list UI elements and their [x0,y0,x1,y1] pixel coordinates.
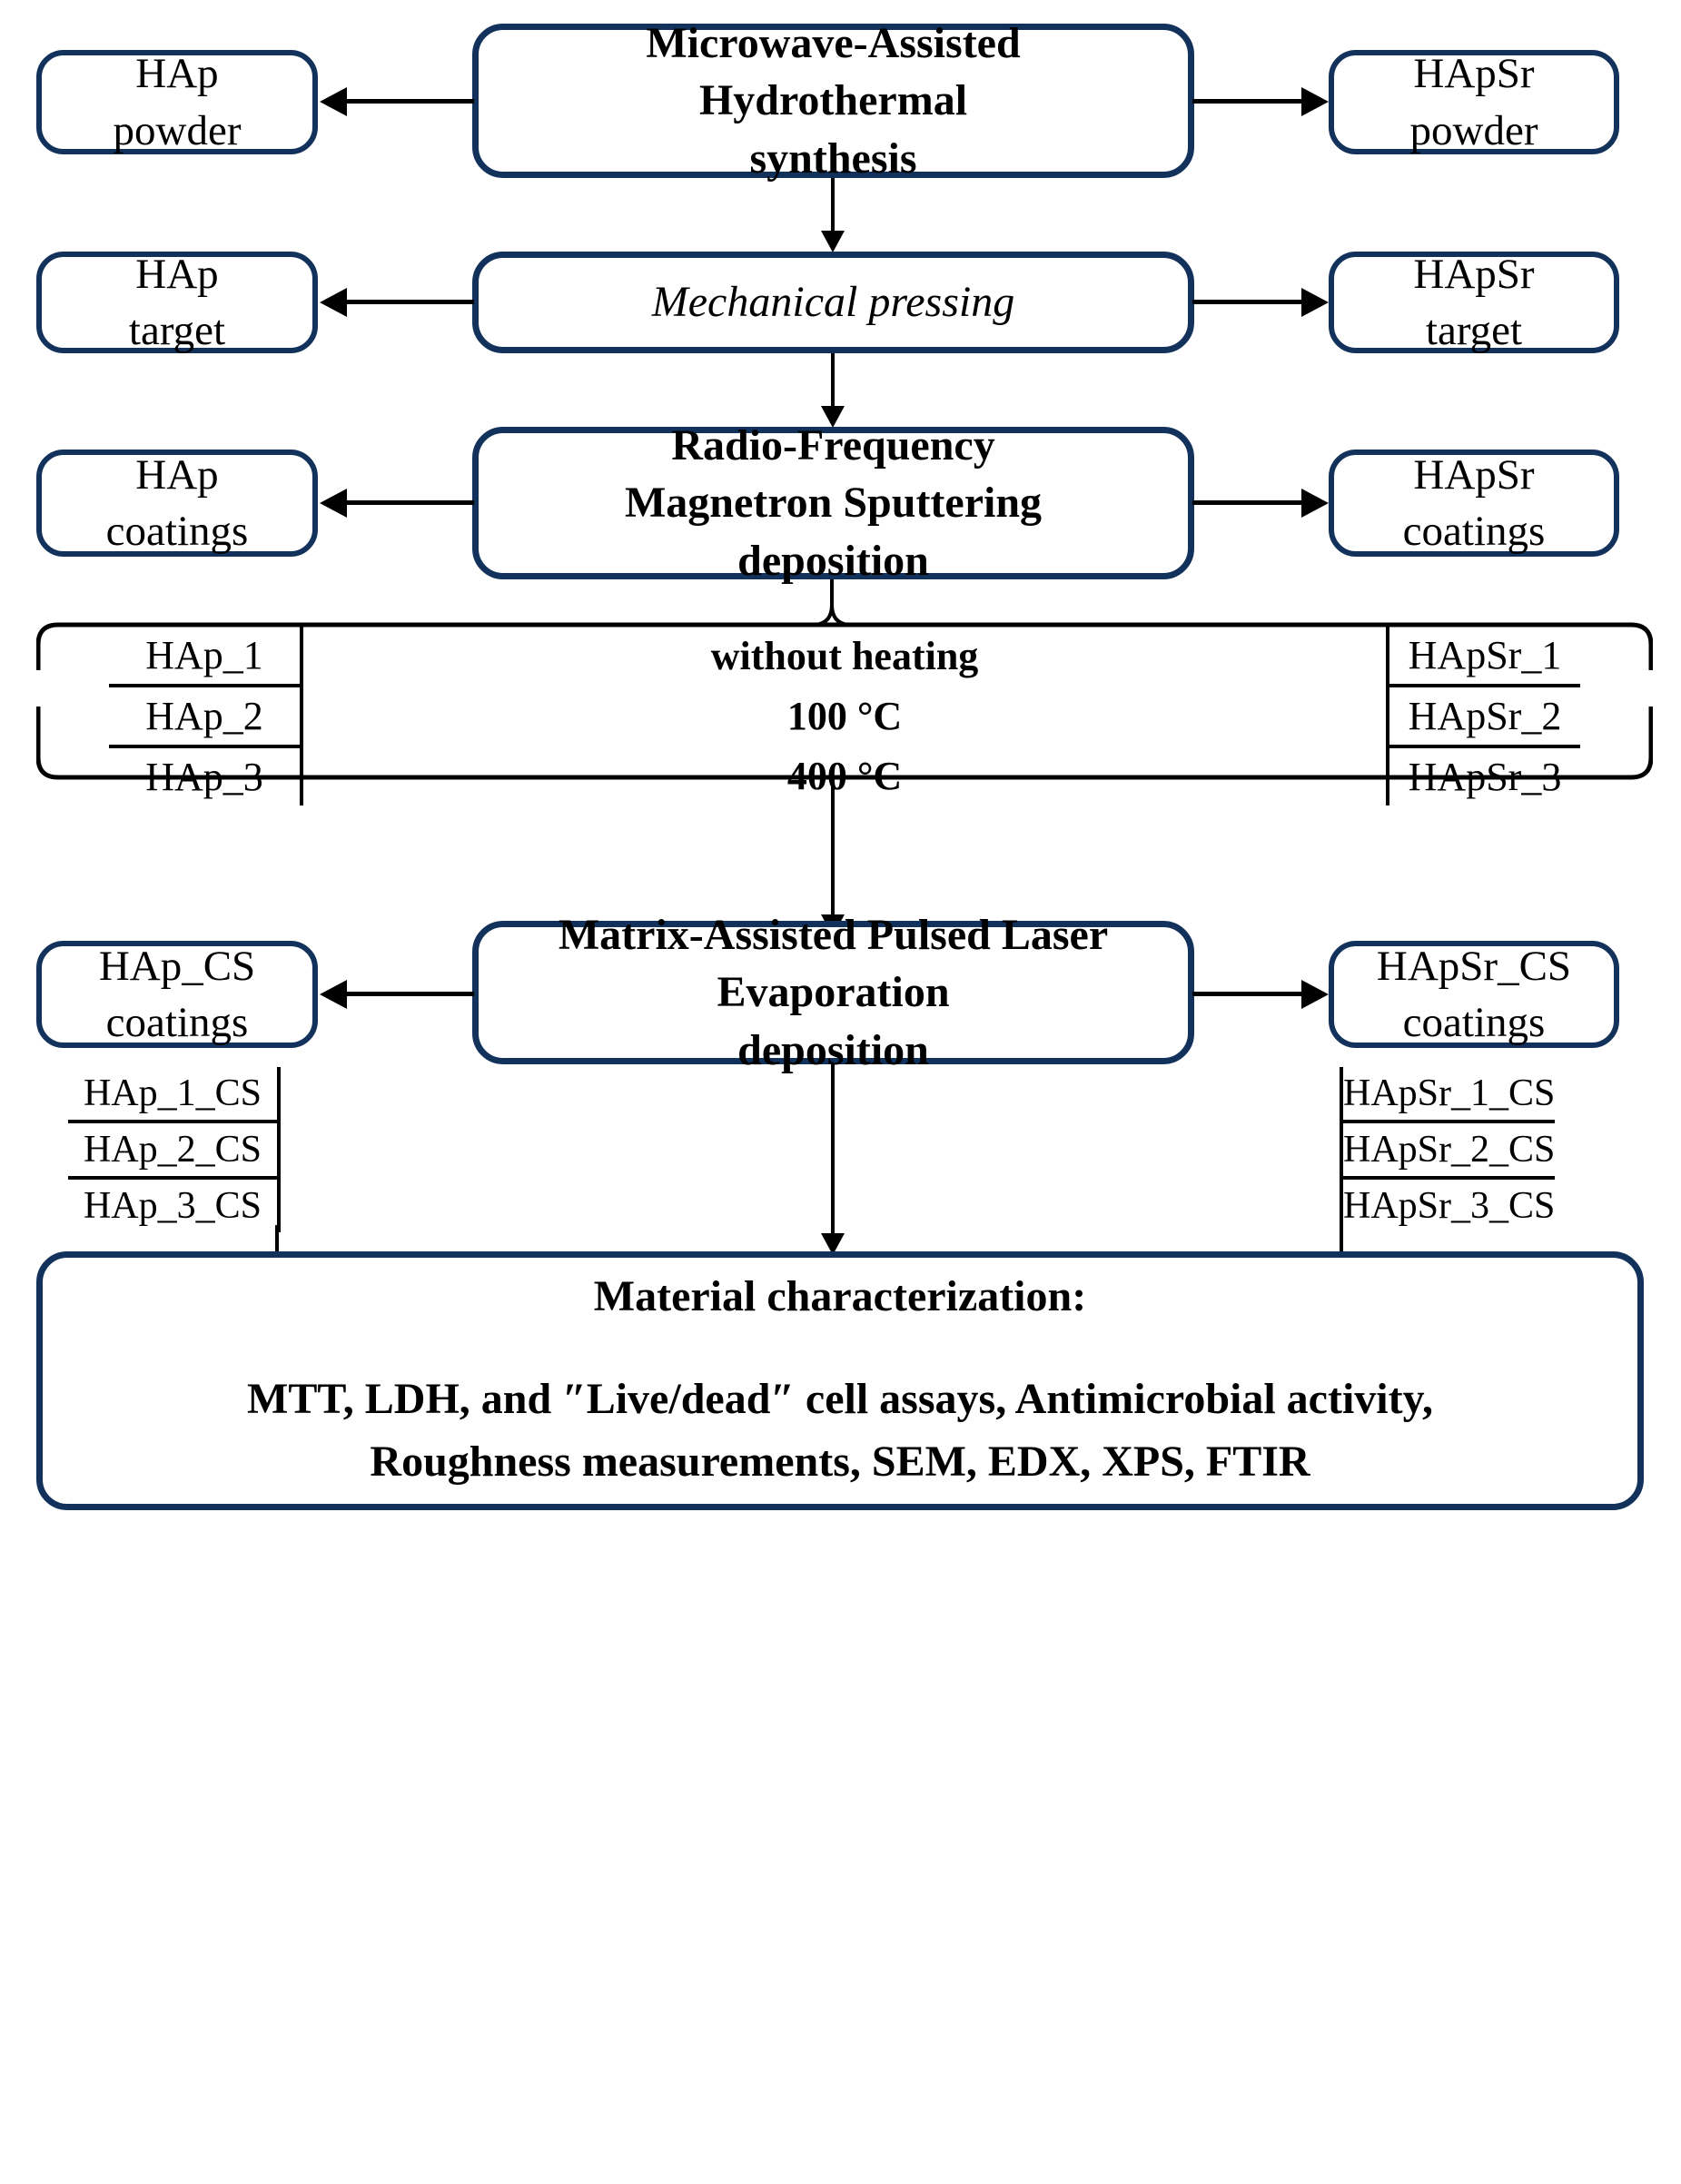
conditions-left-2: HAp_2 [109,686,303,748]
connector-sputtering-to-hap-coatings [345,500,474,505]
connector-pressing-to-sputtering [831,353,835,410]
connector-maple-to-characterization [831,1064,835,1237]
product-box-hap-target-label: HAp target [128,250,226,354]
arrow-right-icon-sputtering [1301,489,1329,518]
conditions-middle-1: without heating [710,634,979,678]
arrow-right-icon-pressing [1301,288,1329,317]
product-box-hap-target[interactable]: HAp target [36,251,318,354]
product-box-hapsr-powder-label: HApSr powder [1409,50,1538,154]
connector-pressing-to-hapsr-target [1192,300,1301,304]
conditions-table: HAp_1 without heating HApSr_1 HAp_2 100 … [109,627,1580,805]
product-box-hapsr-powder[interactable]: HApSr powder [1329,50,1619,154]
product-box-hap-cs-coatings-label: HAp_CS coatings [98,942,256,1046]
connector-synthesis-to-pressing [831,178,835,234]
product-box-hapsr-cs-coatings-label: HApSr_CS coatings [1376,942,1572,1046]
product-box-hap-powder-label: HAp powder [113,50,242,154]
arrow-left-icon-sputtering [320,489,347,518]
connector-synthesis-to-hapsr-powder [1192,99,1301,104]
arrow-left-icon-maple [320,980,347,1009]
conditions-left-1: HAp_1 [109,627,303,687]
cs-left-3: HAp_3_CS [68,1178,281,1232]
cs-list-right: HApSr_1_CS HApSr_2_CS HApSr_3_CS [1339,1067,1556,1232]
cs-list-left: HAp_1_CS HAp_2_CS HAp_3_CS [68,1067,281,1232]
process-box-pressing[interactable]: Mechanical pressing [472,252,1194,353]
product-box-hapsr-coatings[interactable]: HApSr coatings [1329,450,1619,557]
process-box-maple[interactable]: Matrix-Assisted Pulsed Laser Evaporation… [472,911,1194,1074]
conditions-middle-3: 400 °C [786,754,903,798]
connector-maple-to-hap-cs [345,992,474,996]
conditions-right-3: HApSr_3 [1386,746,1580,805]
cs-right-1: HApSr_1_CS [1339,1067,1556,1123]
connector-sputtering-to-hapsr-coatings [1192,500,1301,505]
cs-left-1: HAp_1_CS [68,1067,281,1123]
conditions-bracket-group [36,579,1653,797]
final-box-title: Material characterization: [593,1272,1087,1321]
arrow-down-icon-to-pressing [821,231,845,252]
product-box-hap-coatings-label: HAp coatings [105,450,249,555]
final-box-characterization[interactable]: Material characterization: MTT, LDH, and… [36,1251,1644,1510]
arrow-down-icon-to-sputtering [821,406,845,428]
process-box-maple-label: Matrix-Assisted Pulsed Laser Evaporation… [558,910,1109,1074]
arrow-right-icon-synthesis [1301,87,1329,116]
connector-pressing-to-hap-target [345,300,474,304]
conditions-right-2: HApSr_2 [1386,686,1580,748]
table-row: HAp_2 100 °C HApSr_2 [109,686,1580,748]
list-item: HAp_2_CS [68,1122,281,1180]
cs-left-2: HAp_2_CS [68,1122,281,1180]
conditions-right-1: HApSr_1 [1386,627,1580,687]
list-item: HApSr_1_CS [1339,1067,1556,1123]
table-row: HAp_1 without heating HApSr_1 [109,627,1580,687]
process-box-synthesis[interactable]: Microwave-Assisted Hydrothermal synthesi… [472,19,1194,183]
list-item: HApSr_3_CS [1339,1178,1556,1232]
curly-brace-icon-conditions [36,579,1653,780]
list-item: HAp_3_CS [68,1178,281,1232]
product-box-hap-coatings[interactable]: HAp coatings [36,450,318,557]
connector-maple-to-hapsr-cs [1192,992,1301,996]
product-box-hapsr-target-label: HApSr target [1413,250,1535,354]
list-item: HApSr_2_CS [1339,1122,1556,1180]
process-box-sputtering[interactable]: Radio-Frequency Magnetron Sputtering dep… [472,421,1194,585]
process-box-pressing-label: Mechanical pressing [651,278,1015,327]
process-box-synthesis-label: Microwave-Assisted Hydrothermal synthesi… [646,18,1021,183]
product-box-hapsr-coatings-label: HApSr coatings [1402,450,1546,555]
product-box-hapsr-cs-coatings[interactable]: HApSr_CS coatings [1329,941,1619,1048]
arrow-left-icon-synthesis [320,87,347,116]
conditions-left-3: HAp_3 [109,746,303,805]
arrow-right-icon-maple [1301,980,1329,1009]
connector-conditions-to-maple [831,777,835,918]
cs-right-3: HApSr_3_CS [1339,1178,1556,1232]
connector-synthesis-to-hap-powder [345,99,474,104]
arrow-left-icon-pressing [320,288,347,317]
final-box-line-1: MTT, LDH, and ″Live/dead″ cell assays, A… [247,1374,1433,1423]
final-box-line-2: Roughness measurements, SEM, EDX, XPS, F… [370,1438,1310,1487]
product-box-hap-cs-coatings[interactable]: HAp_CS coatings [36,941,318,1048]
list-item: HAp_1_CS [68,1067,281,1123]
product-box-hapsr-target[interactable]: HApSr target [1329,251,1619,354]
table-row: HAp_3 400 °C HApSr_3 [109,746,1580,805]
conditions-middle-2: 100 °C [786,694,903,738]
cs-right-2: HApSr_2_CS [1339,1122,1556,1180]
product-box-hap-powder[interactable]: HAp powder [36,50,318,154]
process-box-sputtering-label: Radio-Frequency Magnetron Sputtering dep… [624,420,1043,585]
